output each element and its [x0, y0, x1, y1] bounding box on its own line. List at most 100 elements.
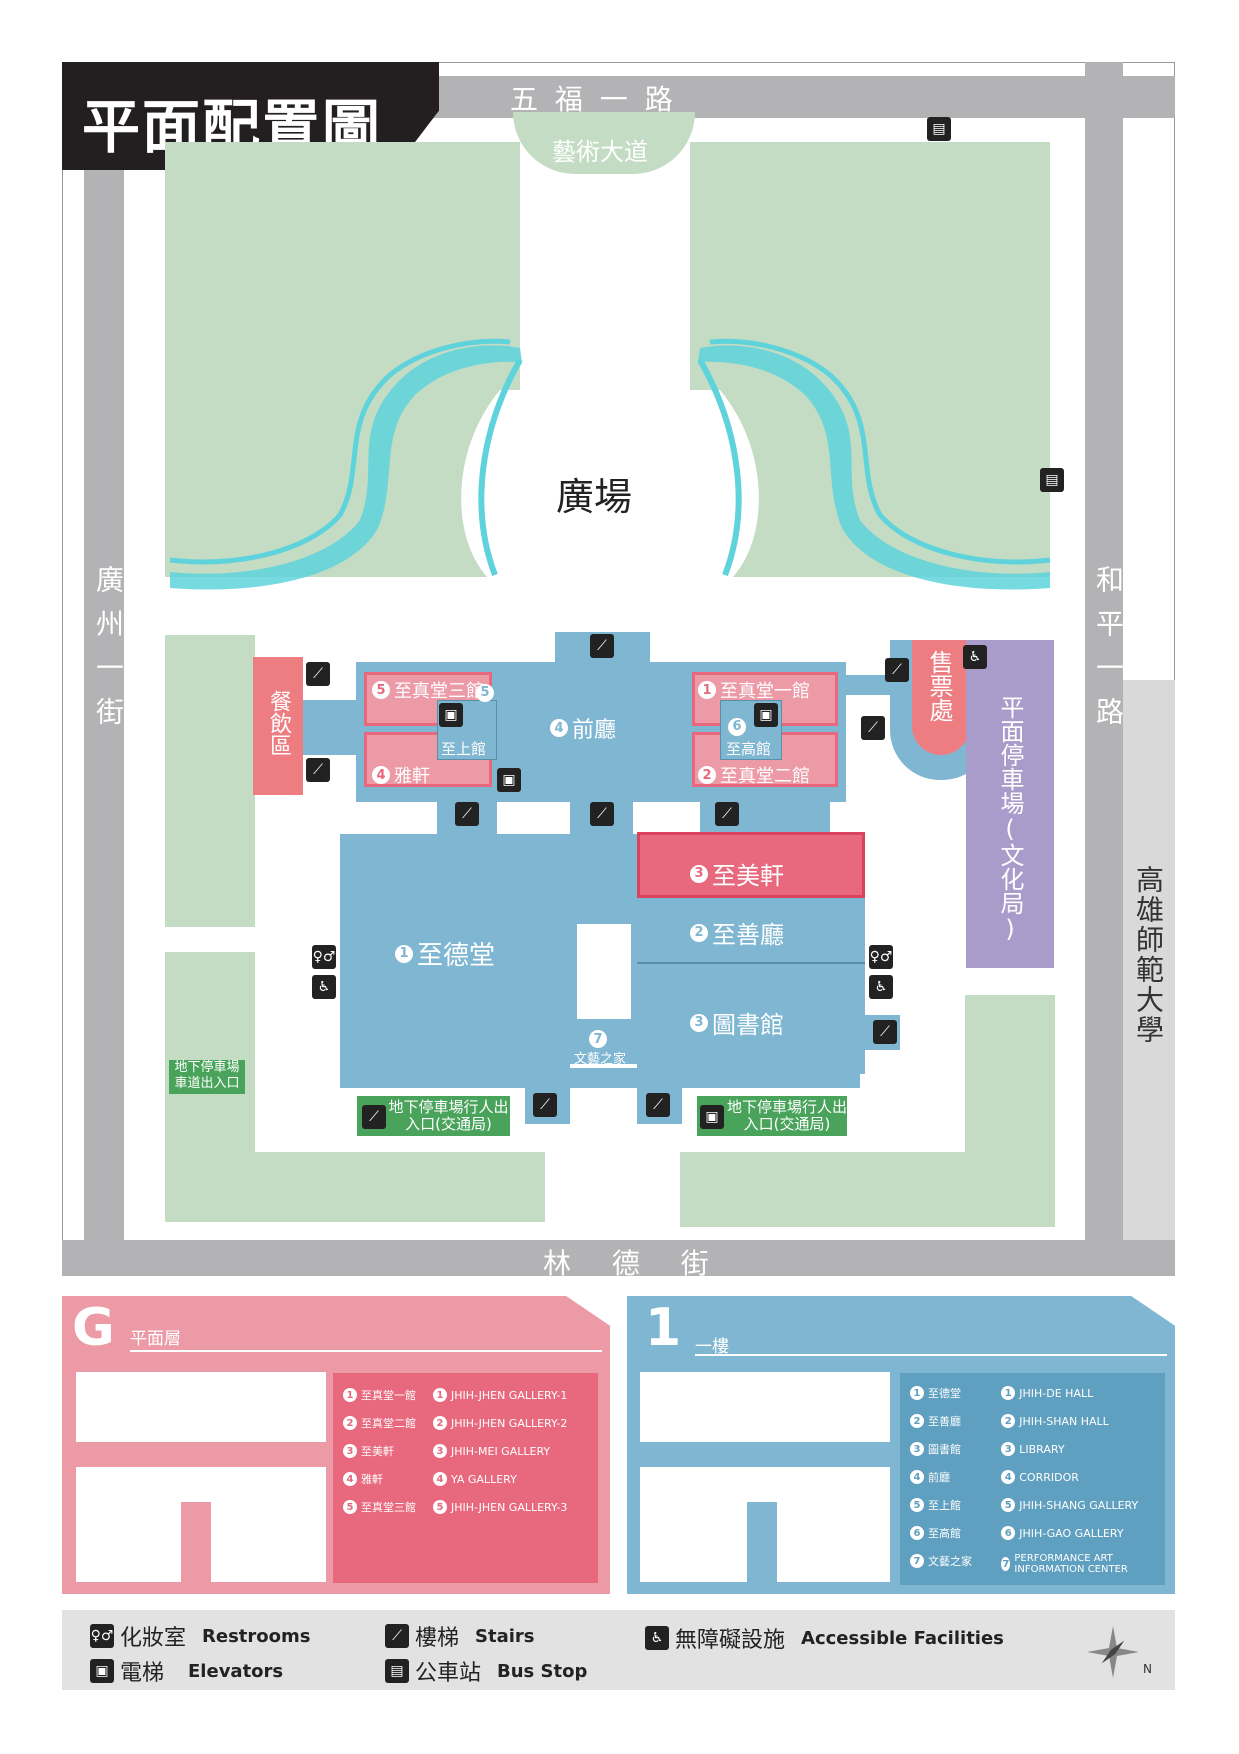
ug-parking-ramp[interactable]: 地下停車場車道出入口 [169, 1060, 245, 1094]
food-area [253, 657, 303, 795]
ug-ped-right-text: 地下停車場行人出入口(交通局) [727, 1098, 848, 1133]
floor-1-label: 一樓 [695, 1337, 729, 1357]
water-left [170, 345, 522, 590]
road-east-label: 和平一路 [1092, 565, 1125, 741]
compass-north-label: N [1143, 1662, 1152, 1676]
bus-stop-icon: ▤ [1040, 468, 1064, 492]
num-1b: 1 [395, 944, 413, 963]
stairs-icon: ⟋ [646, 1093, 670, 1117]
stairs-icon: ⟋ [362, 1105, 386, 1129]
gallery-jhen2-text: 至真堂二館 [720, 766, 810, 787]
gallery-gao-label: 至高館 [726, 738, 771, 759]
courtyard [577, 924, 631, 1019]
gallery-mei[interactable] [637, 832, 865, 898]
road-west [84, 170, 124, 1275]
ticket-office[interactable] [912, 640, 970, 755]
road-east [1085, 62, 1123, 1276]
gallery-gao-text: 至高館 [726, 740, 772, 758]
ug-ped-left-text: 地下停車場行人出入口(交通局) [388, 1098, 509, 1133]
inner-right [697, 358, 742, 577]
lawn-west-upper [165, 635, 255, 927]
floor-1-badge: 1 [645, 1298, 682, 1358]
elevator-icon: ▣ [754, 703, 778, 727]
num-3b: 3 [690, 1013, 708, 1032]
road-south-label: 林 德 街 [543, 1247, 725, 1280]
lawn-curve-right [750, 410, 840, 570]
num-7: 7 [589, 1030, 607, 1048]
lawn-curve-left [380, 410, 470, 570]
stairs-icon: ⟋ [533, 1093, 557, 1117]
compass-icon [1087, 1626, 1139, 1678]
num-2b: 2 [690, 923, 708, 942]
accessible-icon: ♿ [312, 975, 336, 999]
inner-left [478, 358, 523, 577]
stairs-icon: ⟋ [385, 1624, 409, 1648]
stairs-icon: ⟋ [873, 1020, 897, 1044]
gallery-jhen3-text: 至真堂三館 [394, 681, 484, 702]
stairs-icon: ⟋ [590, 802, 614, 826]
floor-1-rule [695, 1354, 1167, 1356]
accessible-icon: ♿ [869, 975, 893, 999]
stairs-icon: ⟋ [715, 802, 739, 826]
road-north [430, 76, 1175, 118]
university-label: 高雄師範大學 [1132, 865, 1165, 1045]
road-south [62, 1240, 1175, 1276]
hall-shan[interactable] [637, 898, 865, 964]
surface-parking-label: 平面停車場(文化局) [996, 695, 1024, 943]
elevator-icon: ▣ [497, 768, 521, 792]
num-2a: 2 [698, 766, 716, 784]
food-area-label: 餐飲區 [266, 690, 291, 756]
university-area [1123, 680, 1175, 1240]
floor-g-rule [130, 1350, 602, 1352]
gallery-jhen1-text: 至真堂一館 [720, 681, 810, 702]
gallery-mei-text: 至美軒 [712, 862, 784, 890]
stairs-icon: ⟋ [455, 802, 479, 826]
num-5-shang: 5 [476, 684, 494, 702]
plaza-svg [169, 338, 1051, 590]
hall-shan-text: 至善廳 [712, 921, 784, 949]
lawn-east [965, 995, 1055, 1225]
restroom-icon: ♀♂ [312, 945, 336, 969]
floor-1-map [640, 1372, 890, 1582]
num-4a: 4 [372, 766, 390, 784]
water-right-2 [709, 338, 1051, 565]
elevator-icon: ▣ [700, 1105, 724, 1129]
restroom-icon: ♀♂ [90, 1624, 114, 1648]
hall-de[interactable] [340, 834, 570, 1084]
stairs-icon: ⟋ [306, 758, 330, 782]
num-6-gao: 6 [728, 718, 746, 736]
library[interactable] [637, 964, 865, 1074]
num-3a: 3 [690, 864, 708, 883]
lawn-southwest [165, 1152, 545, 1222]
surface-parking [966, 640, 1054, 968]
stairs-icon: ⟋ [885, 658, 909, 682]
front-hall-text: 前廳 [572, 718, 617, 743]
elevator-icon: ▣ [439, 703, 463, 727]
